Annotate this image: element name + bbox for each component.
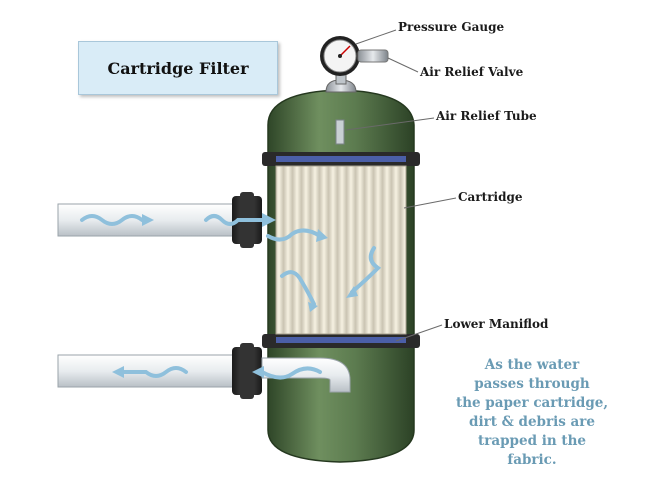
air-relief-tube xyxy=(335,119,345,145)
label-air-relief-tube: Air Relief Tube xyxy=(436,109,537,123)
water-flow-arrows xyxy=(80,214,382,380)
lower-manifold-band xyxy=(262,334,420,348)
caption-text: As the water passes through the paper ca… xyxy=(432,356,632,470)
caption-line: trapped in the xyxy=(478,433,586,449)
caption-line: fabric. xyxy=(507,452,557,468)
upper-manifold-band xyxy=(262,152,420,166)
label-cartridge: Cartridge xyxy=(458,190,523,204)
pressure-gauge-icon xyxy=(320,36,360,85)
internal-outlet-pipe xyxy=(261,357,351,393)
title-box: Cartridge Filter xyxy=(78,41,278,95)
leader-lines xyxy=(345,29,457,342)
caption-line: the paper cartridge, xyxy=(455,395,609,411)
caption-line: dirt & debris are xyxy=(469,414,595,430)
outlet-pipe xyxy=(57,354,249,388)
label-air-relief-valve: Air Relief Valve xyxy=(420,65,524,79)
paper-cartridge xyxy=(275,165,407,335)
caption-line: passes through xyxy=(474,376,590,392)
label-lower-manifold: Lower Maniflod xyxy=(444,317,549,331)
label-pressure-gauge: Pressure Gauge xyxy=(398,20,505,34)
diagram-title: Cartridge Filter xyxy=(107,58,249,78)
water-arrowheads xyxy=(112,213,358,378)
caption-line: As the water xyxy=(484,357,580,373)
outlet-coupling xyxy=(232,343,262,399)
air-relief-valve-icon xyxy=(357,49,389,63)
